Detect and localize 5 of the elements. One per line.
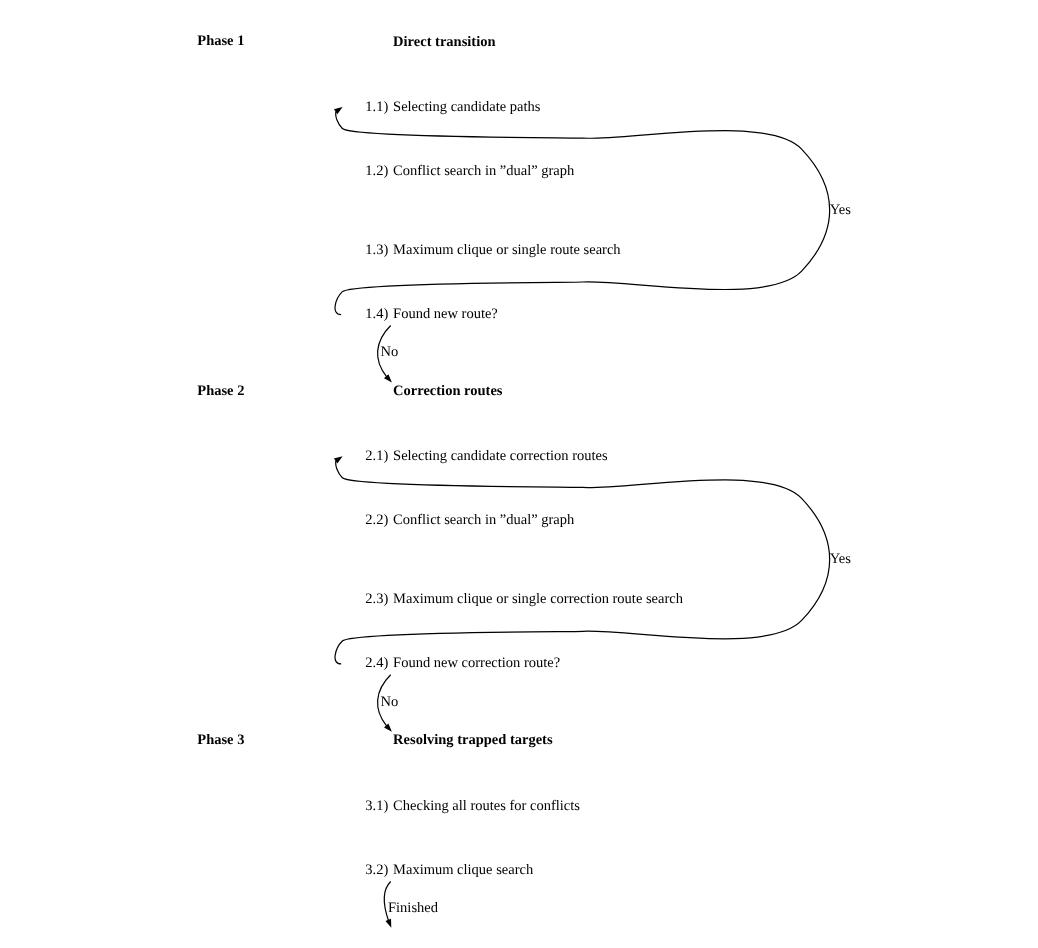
arrow <box>332 106 830 316</box>
arrow <box>382 880 391 928</box>
arrow <box>376 674 391 732</box>
arrow <box>376 324 391 383</box>
arrow <box>332 456 830 665</box>
